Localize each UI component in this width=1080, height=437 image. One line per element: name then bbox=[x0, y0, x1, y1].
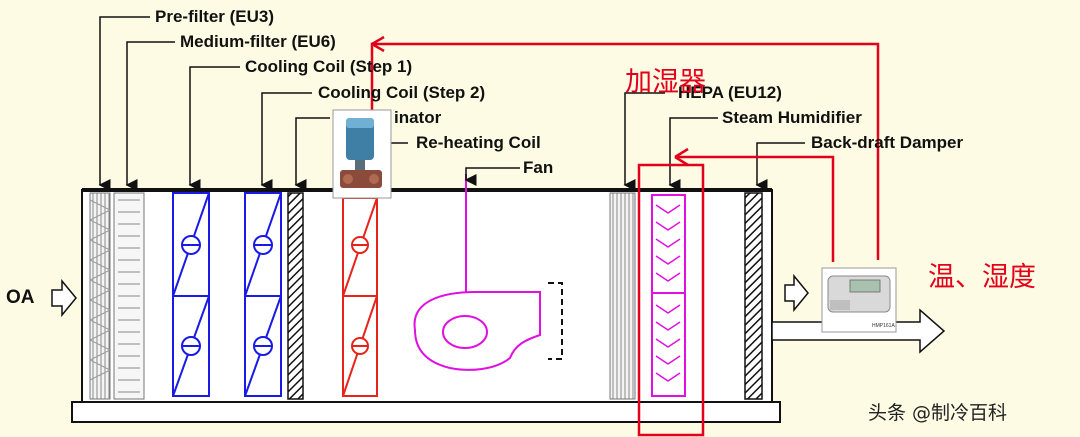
control-valve-icon bbox=[332, 109, 392, 199]
outlet-small-arrow bbox=[784, 273, 809, 313]
pre-filter bbox=[88, 192, 112, 400]
label-fan: Fan bbox=[523, 158, 554, 177]
eliminator bbox=[287, 192, 304, 400]
fan bbox=[413, 174, 541, 371]
annotation-humidifier: 加湿器 bbox=[625, 67, 706, 98]
hepa-filter bbox=[609, 192, 636, 400]
label-cooling-coil-step1: Cooling Coil (Step 1) bbox=[245, 57, 413, 76]
fan-motor-bracket bbox=[548, 282, 563, 360]
annotation-temp-humidity: 温、湿度 bbox=[928, 262, 1036, 293]
label-reheating-coil: Re-heating Coil bbox=[416, 133, 541, 152]
oa-inlet-arrow bbox=[51, 278, 77, 318]
label-hepa: HEPA (EU12) bbox=[678, 83, 782, 102]
label-eliminator: inator bbox=[394, 108, 442, 127]
cooling-coil-step2 bbox=[244, 192, 282, 397]
leader-lines bbox=[98, 16, 805, 191]
label-medium-filter: Medium-filter (EU6) bbox=[180, 32, 336, 51]
steam-humidifier bbox=[651, 194, 686, 397]
label-outdoor-air: OA bbox=[6, 287, 35, 308]
label-back-draft-damper: Back-draft Damper bbox=[811, 133, 964, 152]
label-cooling-coil-step2: Cooling Coil (Step 2) bbox=[318, 83, 486, 102]
temp-humidity-sensor-icon: HMP161A bbox=[821, 267, 897, 333]
label-steam-humidifier: Steam Humidifier bbox=[722, 108, 862, 127]
sensor-caption: HMP161A bbox=[872, 323, 895, 329]
medium-filter bbox=[113, 192, 145, 400]
cooling-coil-step1 bbox=[172, 192, 210, 397]
humidifier-highlight-box bbox=[637, 163, 705, 437]
back-draft-damper bbox=[744, 192, 763, 400]
ahu-casing bbox=[71, 188, 781, 423]
label-pre-filter: Pre-filter (EU3) bbox=[155, 7, 275, 26]
watermark: 头条 @制冷百科 bbox=[868, 402, 1008, 424]
